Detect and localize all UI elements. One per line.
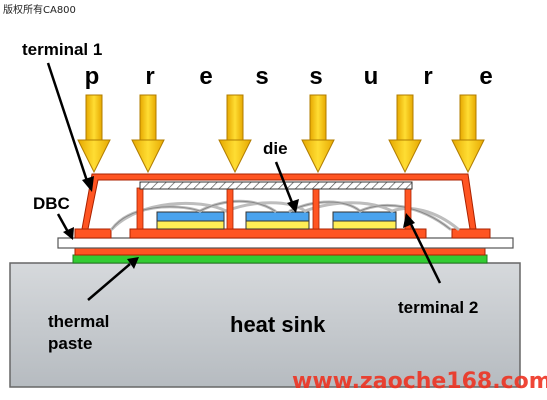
label-heat-sink: heat sink xyxy=(230,312,326,337)
press-pin-1 xyxy=(136,187,144,230)
copyright-text: 版权所有CA800 xyxy=(3,3,76,16)
leader-arrows xyxy=(46,62,442,301)
die-2 xyxy=(245,211,310,230)
die-1 xyxy=(156,211,225,230)
pressure-letter: r xyxy=(145,63,154,90)
press-pin-3 xyxy=(312,187,320,230)
pressure-arrow xyxy=(388,94,422,174)
die-3 xyxy=(332,211,397,230)
pressure-letter: e xyxy=(199,63,212,90)
pressure-arrow xyxy=(301,94,335,174)
heat-sink xyxy=(9,262,521,388)
dbc-ceramic xyxy=(57,237,514,249)
pressure-letter: p xyxy=(85,63,100,90)
watermark: www.zaoche168.com xyxy=(292,369,547,394)
label-paste: paste xyxy=(48,334,92,353)
pressure-letter: s xyxy=(309,63,322,90)
pressure-arrow xyxy=(451,94,485,174)
pressure-letter: r xyxy=(423,63,432,90)
pressure-letter: e xyxy=(479,63,492,90)
press-pin-2 xyxy=(226,187,234,230)
pressure-word: p r e s s u r e xyxy=(85,63,493,90)
pressure-letter: s xyxy=(255,63,268,90)
label-dbc: DBC xyxy=(33,194,70,213)
pressure-arrow xyxy=(77,94,111,174)
pressure-arrows xyxy=(77,94,485,174)
pressure-plate xyxy=(139,181,413,190)
dbc-top-copper-center xyxy=(129,228,427,239)
pressure-arrow xyxy=(218,94,252,174)
pressure-arrow xyxy=(131,94,165,174)
terminal-frame xyxy=(81,173,477,230)
label-thermal: thermal xyxy=(48,312,109,331)
dbc-top-copper-left xyxy=(74,228,112,239)
label-die: die xyxy=(263,139,288,158)
label-terminal-1: terminal 1 xyxy=(22,40,102,59)
label-terminal-2: terminal 2 xyxy=(398,298,478,317)
pressure-letter: u xyxy=(364,63,379,90)
